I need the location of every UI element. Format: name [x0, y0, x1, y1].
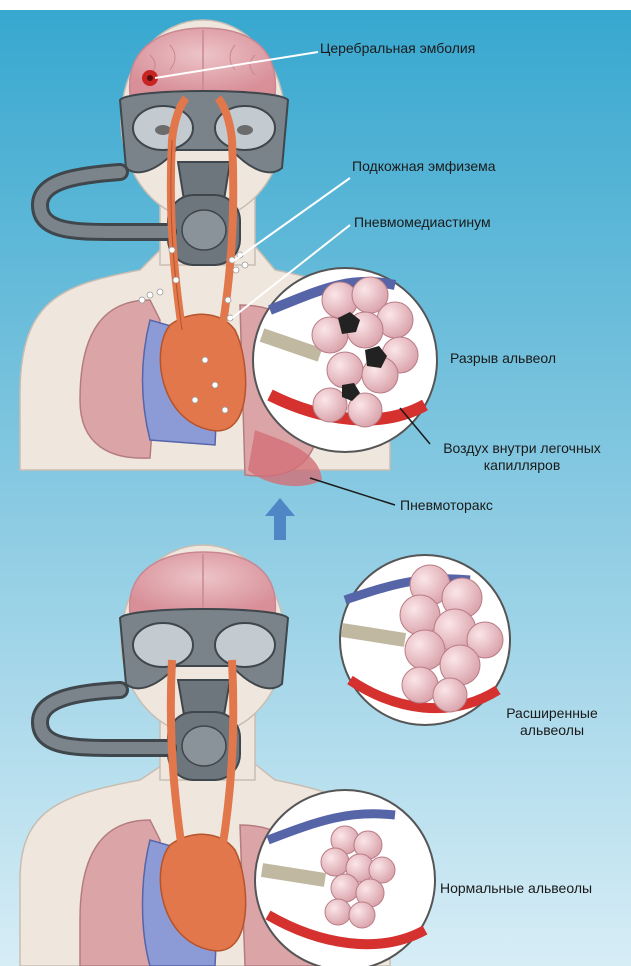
label-expanded-alveoli-line1: Расширенные — [492, 705, 612, 722]
label-pneumomediastinum: Пневмомедиастинум — [354, 214, 491, 231]
label-expanded-alveoli: Расширенные альвеолы — [492, 705, 612, 739]
label-cerebral-embolism: Церебральная эмболия — [320, 40, 475, 57]
label-air-in-capillaries: Воздух внутри легочных капилляров — [432, 440, 612, 474]
label-air-in-capillaries-line2: капилляров — [432, 457, 612, 474]
label-alveolar-rupture: Разрыв альвеол — [450, 350, 556, 367]
label-subcutaneous-emphysema: Подкожная эмфизема — [352, 158, 496, 175]
label-normal-alveoli: Нормальные альвеолы — [440, 880, 592, 897]
label-air-in-capillaries-line1: Воздух внутри легочных — [432, 440, 612, 457]
label-expanded-alveoli-line2: альвеолы — [492, 722, 612, 739]
label-pneumothorax: Пневмоторакс — [400, 497, 493, 514]
